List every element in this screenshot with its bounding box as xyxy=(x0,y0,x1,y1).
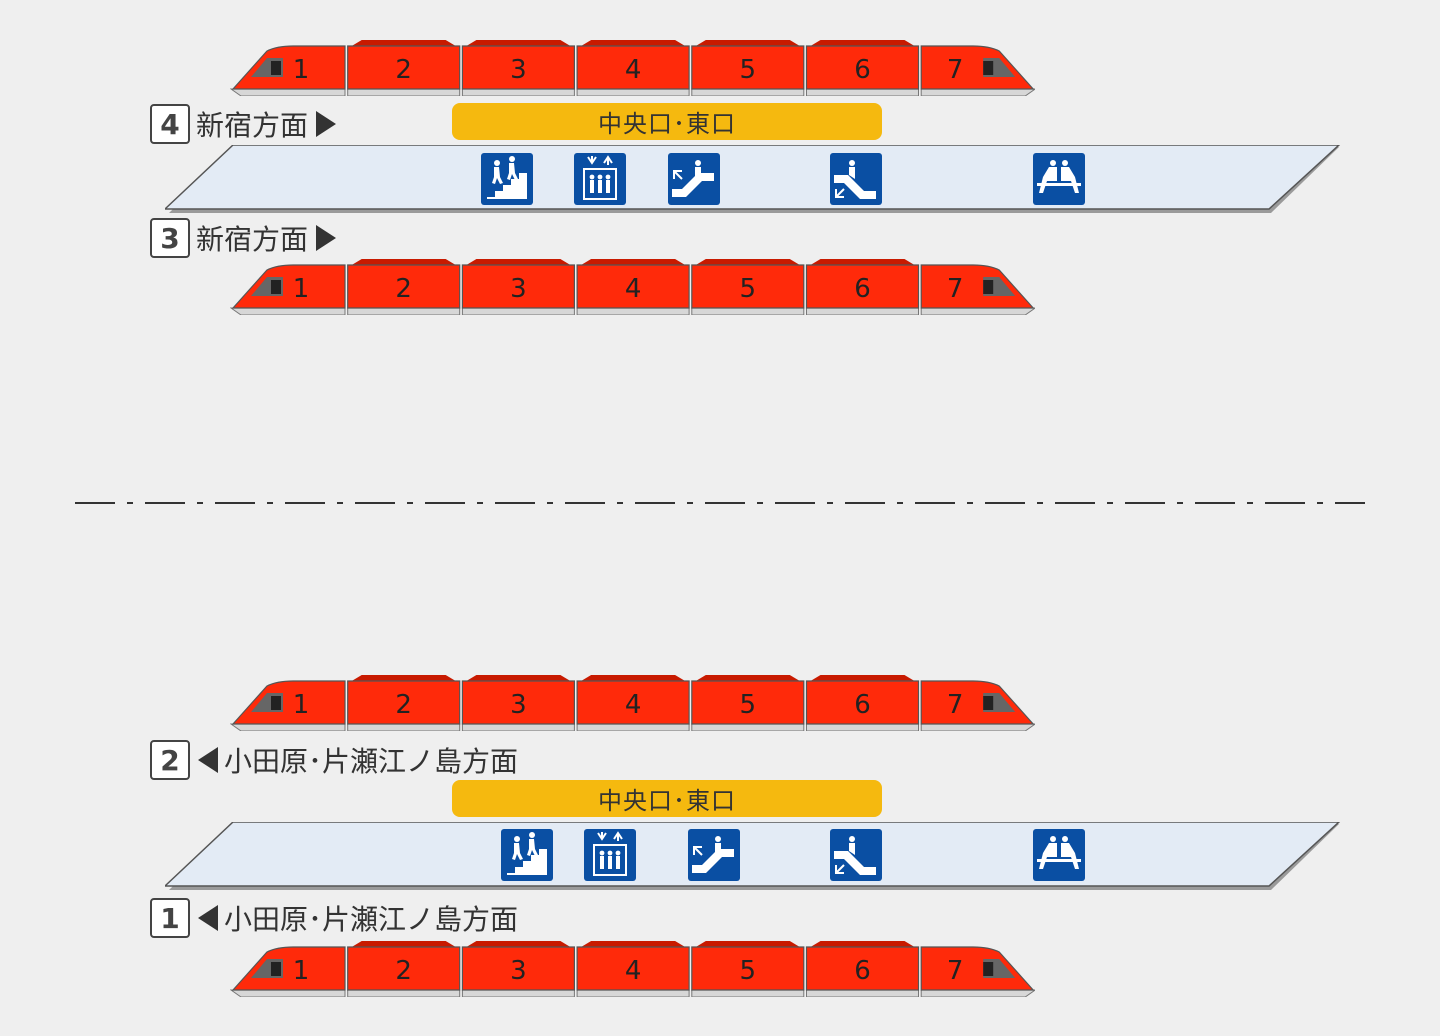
train-car: 1 xyxy=(230,946,346,997)
train-car: 3 xyxy=(461,941,575,997)
train-car: 6 xyxy=(805,941,920,997)
arrow-left-icon xyxy=(198,747,218,773)
car-number: 6 xyxy=(854,274,871,304)
escalator-down-icon xyxy=(668,153,720,205)
direction-text: 小田原･片瀬江ノ島方面 xyxy=(224,745,519,778)
escalator-down-icon xyxy=(688,829,740,881)
car-number: 6 xyxy=(854,55,871,85)
direction-text: 小田原･片瀬江ノ島方面 xyxy=(224,903,519,936)
train-car: 1 xyxy=(230,264,346,315)
car-number: 2 xyxy=(395,274,412,304)
train-car: 7 xyxy=(920,946,1035,997)
train-car: 5 xyxy=(691,675,805,731)
car-number: 2 xyxy=(395,690,412,720)
train-track-2: 1 2 3 4 5 6 7 xyxy=(230,673,1035,731)
train-track-1: 1 2 3 4 5 6 7 xyxy=(230,939,1035,997)
train-car: 1 xyxy=(230,45,346,96)
escalator-up-icon xyxy=(830,829,882,881)
train-car: 6 xyxy=(805,675,920,731)
track-label-4: 4 新宿方面 xyxy=(150,104,337,144)
train-car: 2 xyxy=(347,675,461,731)
train-track-4: 1 2 3 4 5 6 7 xyxy=(230,38,1035,96)
train-car: 4 xyxy=(576,675,690,731)
car-number: 5 xyxy=(740,55,757,85)
train-car: 2 xyxy=(347,259,461,315)
stairs-icon xyxy=(481,153,533,205)
arrow-right-icon xyxy=(316,225,337,251)
car-number: 3 xyxy=(510,274,527,304)
platform-upper xyxy=(163,144,1343,215)
waiting-seats-icon xyxy=(1033,153,1085,205)
train-car: 7 xyxy=(920,680,1035,731)
track-number-badge: 4 xyxy=(150,104,190,144)
track-label-2: 2 小田原･片瀬江ノ島方面 xyxy=(150,740,518,780)
car-number: 2 xyxy=(395,55,412,85)
car-number: 4 xyxy=(625,690,642,720)
car-number: 4 xyxy=(625,274,642,304)
train-car: 6 xyxy=(805,259,920,315)
arrow-right-icon xyxy=(316,111,337,137)
direction-text: 新宿方面 xyxy=(196,109,309,142)
train-car: 5 xyxy=(691,40,805,96)
track-number-badge: 3 xyxy=(150,218,190,258)
car-number: 3 xyxy=(510,690,527,720)
car-number: 2 xyxy=(395,956,412,986)
arrow-left-icon xyxy=(198,905,218,931)
escalator-up-icon xyxy=(830,153,882,205)
train-car: 3 xyxy=(461,40,575,96)
car-number: 7 xyxy=(947,690,964,720)
train-car: 2 xyxy=(347,40,461,96)
elevator-icon xyxy=(584,829,636,881)
car-number: 7 xyxy=(947,274,964,304)
exit-label-bar: 中央口･東口 xyxy=(452,780,882,817)
elevator-icon xyxy=(574,153,626,205)
car-number: 6 xyxy=(854,956,871,986)
stairs-icon xyxy=(501,829,553,881)
car-number: 1 xyxy=(293,274,310,304)
train-car: 7 xyxy=(920,45,1035,96)
train-car: 6 xyxy=(805,40,920,96)
train-car: 3 xyxy=(461,675,575,731)
waiting-seats-icon xyxy=(1033,829,1085,881)
train-car: 4 xyxy=(576,40,690,96)
track-label-1: 1 小田原･片瀬江ノ島方面 xyxy=(150,898,518,938)
train-car: 7 xyxy=(920,264,1035,315)
car-number: 5 xyxy=(740,956,757,986)
exit-label-bar: 中央口･東口 xyxy=(452,103,882,140)
car-number: 3 xyxy=(510,956,527,986)
car-number: 1 xyxy=(293,690,310,720)
train-car: 5 xyxy=(691,259,805,315)
car-number: 1 xyxy=(293,55,310,85)
track-number-badge: 1 xyxy=(150,898,190,938)
car-number: 5 xyxy=(740,274,757,304)
train-track-3: 1 2 3 4 5 6 7 xyxy=(230,257,1035,315)
track-number-badge: 2 xyxy=(150,740,190,780)
track-label-3: 3 新宿方面 xyxy=(150,218,337,258)
platform-divider xyxy=(75,502,1365,504)
train-car: 1 xyxy=(230,680,346,731)
train-car: 3 xyxy=(461,259,575,315)
train-car: 4 xyxy=(576,259,690,315)
car-number: 1 xyxy=(293,956,310,986)
car-number: 5 xyxy=(740,690,757,720)
car-number: 4 xyxy=(625,956,642,986)
car-number: 7 xyxy=(947,55,964,85)
train-car: 2 xyxy=(347,941,461,997)
car-number: 4 xyxy=(625,55,642,85)
car-number: 7 xyxy=(947,956,964,986)
train-car: 5 xyxy=(691,941,805,997)
direction-text: 新宿方面 xyxy=(196,223,309,256)
train-car: 4 xyxy=(576,941,690,997)
platform-lower xyxy=(163,821,1343,892)
car-number: 6 xyxy=(854,690,871,720)
car-number: 3 xyxy=(510,55,527,85)
